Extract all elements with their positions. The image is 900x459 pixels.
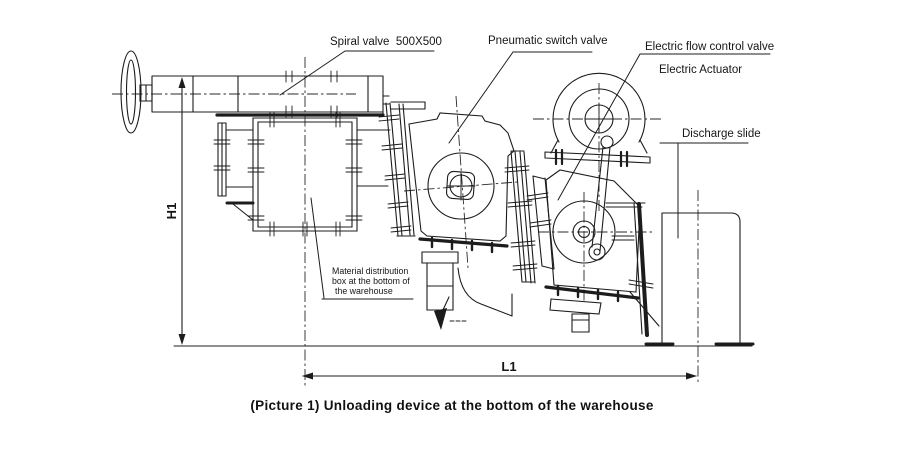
bottom-plate-bolts [430, 236, 494, 254]
air-cylinder [421, 251, 459, 311]
spiral-valve-label: Spiral valve 500X500 [330, 36, 442, 48]
flow-valve-leader [557, 53, 771, 201]
handwheel [120, 50, 153, 134]
linkage-rod [591, 146, 611, 252]
electric-flow-control-valve [544, 146, 660, 337]
electric-actuator [544, 72, 651, 168]
discharge-slide [644, 212, 755, 347]
actuator-yoke [552, 72, 646, 143]
flow-valve-stem-inner [577, 225, 591, 239]
crank-pin-bottom [588, 243, 606, 261]
slide-outline [661, 212, 741, 347]
electric-actuator-label: Electric Actuator [659, 64, 742, 76]
material-box-label-line3: the warehouse [335, 286, 393, 296]
material-box-label-line1: Material distribution [332, 266, 408, 276]
valve-right-flange [510, 150, 536, 284]
h1-arrow-up [178, 77, 186, 88]
outlet-chute [457, 267, 513, 317]
pneumatic-valve-vertical-axis [455, 95, 469, 269]
actuator-housing [568, 88, 630, 150]
discharge-slide-leader [659, 142, 749, 239]
handwheel-rim [120, 50, 142, 134]
valve-stem-cross [446, 171, 476, 201]
valve-left-flange [385, 102, 416, 237]
gate-connectors [605, 202, 646, 241]
h1-arrow-down [178, 334, 186, 345]
actuator-mount-flange [544, 151, 651, 164]
material-distribution-box [213, 111, 391, 237]
flow-valve-stem [572, 220, 596, 244]
l1-dimension-label: L1 [501, 359, 516, 374]
barrel-bolt-ticks [285, 70, 338, 118]
l1-arrow-right [686, 372, 697, 380]
pneumatic-switch-valve-label: Pneumatic switch valve [488, 35, 608, 47]
gate-bar-inner [633, 202, 643, 335]
yoke-legs [550, 139, 648, 154]
drain-stem [571, 313, 590, 333]
box-bracket-brace [232, 203, 254, 221]
box-inner [257, 121, 353, 228]
left-flange-ticks [213, 139, 231, 171]
pneumatic-switch-valve [378, 101, 555, 322]
handwheel-inner-rim [125, 59, 137, 125]
mount-bolts [554, 148, 629, 168]
material-box-leader [310, 197, 414, 300]
spiral-valve-leader [279, 50, 435, 96]
h1-dimension-label: H1 [164, 203, 179, 220]
pneumatic-valve-horizontal-axis [403, 181, 518, 192]
flange-bolt-ticks [378, 114, 552, 271]
pneumatic-valve-leader [448, 51, 593, 144]
actuator-cross [584, 104, 614, 134]
flow-bottom-bolts [556, 284, 620, 303]
gate-bar-tick [628, 279, 654, 289]
crank-pin-center [593, 248, 601, 256]
l1-arrow-left [302, 372, 313, 380]
discharge-slide-label: Discharge slide [682, 128, 761, 140]
box-left-flange [217, 122, 227, 197]
flow-valve-disc [552, 200, 616, 264]
flow-valve-body [545, 169, 641, 293]
barrel-outline [151, 75, 384, 116]
arrowheads [178, 77, 697, 380]
handwheel-hub [139, 84, 153, 102]
box-bolt-ticks [247, 111, 363, 237]
leader-lines [279, 50, 771, 300]
figure-caption: (Picture 1) Unloading device at the bott… [250, 398, 653, 413]
box-outer [252, 117, 358, 232]
material-flow-arrow [434, 308, 447, 330]
valve-bonnet [549, 298, 602, 315]
gate-brace [629, 291, 660, 327]
left-flange-cap [390, 101, 426, 110]
box-connector-ducts [225, 129, 391, 188]
material-box-label-line2: box at the bottom of [332, 276, 410, 286]
valve-disc [427, 152, 495, 220]
gate-bar [637, 202, 649, 337]
electric-flow-control-valve-label: Electric flow control valve [645, 41, 774, 53]
crank-pin-top [600, 135, 614, 149]
flow-valve-bottom-plate [544, 285, 640, 300]
